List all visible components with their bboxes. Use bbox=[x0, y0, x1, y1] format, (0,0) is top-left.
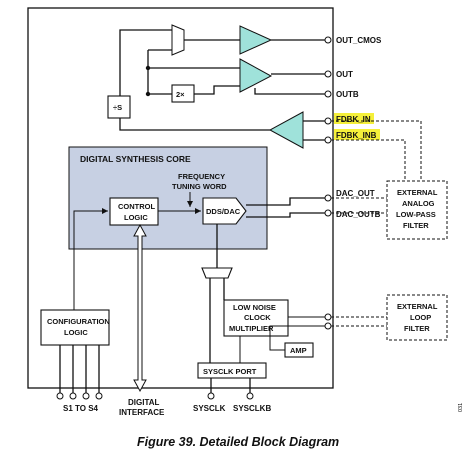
pin-sysclk bbox=[207, 392, 215, 400]
control-label-2: LOGIC bbox=[124, 213, 148, 222]
core-title: DIGITAL SYNTHESIS CORE bbox=[80, 154, 191, 164]
pin-out bbox=[324, 70, 332, 78]
configuration-logic-block bbox=[40, 309, 110, 346]
ext-filter-label-4: FILTER bbox=[403, 221, 429, 230]
control-logic-block bbox=[109, 197, 159, 226]
pin-dac-outb bbox=[324, 209, 332, 217]
loop-filter-links bbox=[331, 316, 387, 327]
pin-s4 bbox=[95, 392, 103, 400]
sysclk-port-block bbox=[197, 362, 267, 379]
pin-s3 bbox=[82, 392, 90, 400]
label-dac-out: DAC_OUT bbox=[336, 189, 375, 198]
ext-filter-label-2: ANALOG bbox=[402, 199, 435, 208]
doubler-label: 2× bbox=[176, 90, 185, 99]
wire-amp bbox=[269, 336, 285, 351]
divider-block bbox=[107, 95, 131, 119]
ext-loop-label-3: FILTER bbox=[404, 324, 430, 333]
label-sysclkb: SYSCLKB bbox=[233, 404, 271, 413]
label-out-cmos: OUT_CMOS bbox=[336, 36, 382, 45]
label-out: OUT bbox=[336, 70, 353, 79]
pin-fdbk-in bbox=[324, 117, 332, 125]
config-to-control-arrow bbox=[73, 208, 108, 310]
pin-loop-b bbox=[324, 322, 332, 330]
pin-outb bbox=[324, 90, 332, 98]
pin-loop-a bbox=[324, 313, 332, 321]
pin-s1 bbox=[56, 392, 64, 400]
divider-label: ÷S bbox=[113, 103, 122, 112]
fdbk-inb-highlight bbox=[334, 129, 380, 140]
label-fdbk-in: FDBK_IN bbox=[336, 115, 371, 124]
wire-dac-out bbox=[246, 197, 326, 206]
config-label-1: CONFIGURATION bbox=[47, 317, 110, 326]
out-buffer bbox=[239, 58, 273, 93]
label-digital: DIGITAL bbox=[128, 398, 160, 407]
dds-label: DDS/DAC bbox=[206, 207, 241, 216]
config-label-2: LOGIC bbox=[64, 328, 88, 337]
pin-s2 bbox=[69, 392, 77, 400]
ext-loop-label-2: LOOP bbox=[410, 313, 431, 322]
clock-mux bbox=[201, 267, 233, 279]
config-pin-wires bbox=[59, 345, 100, 394]
pin-dac-out bbox=[324, 194, 332, 202]
wire-fdbk-to-divider bbox=[119, 118, 270, 131]
figure-side-code: 031 bbox=[458, 403, 464, 412]
fdbk-in-highlight bbox=[334, 113, 374, 124]
amp-label: AMP bbox=[290, 346, 307, 355]
ext-filter-label-1: EXTERNAL bbox=[397, 188, 438, 197]
label-fdbk-inb: FDBK_INB bbox=[336, 131, 377, 140]
wire-dac-outb bbox=[246, 212, 326, 218]
clkmult-label-3: MULTIPLIER bbox=[229, 324, 274, 333]
dds-dac-block bbox=[202, 197, 247, 225]
pin-fdbk-inb bbox=[324, 136, 332, 144]
ftw-label-2: TUNING WORD bbox=[172, 182, 227, 191]
junction-dot bbox=[145, 91, 151, 97]
pin-sysclkb bbox=[246, 392, 254, 400]
sysclk-port-label: SYSCLK PORT bbox=[203, 367, 257, 376]
fdbk-comparator bbox=[268, 111, 304, 149]
figure-caption: Figure 39. Detailed Block Diagram bbox=[137, 435, 339, 449]
digital-interface-bus bbox=[133, 223, 147, 393]
output-mux bbox=[171, 24, 185, 56]
label-interface: INTERFACE bbox=[119, 408, 165, 417]
dac-to-filter-links bbox=[331, 197, 387, 214]
filter-to-fdbk-in-link bbox=[331, 120, 422, 181]
ext-filter-label-3: LOW-PASS bbox=[396, 210, 436, 219]
wire-amp-to-loop bbox=[269, 325, 326, 350]
junction-dot bbox=[145, 65, 151, 71]
label-outb: OUTB bbox=[336, 90, 359, 99]
label-s1-s4: S1 TO S4 bbox=[63, 404, 99, 413]
label-sysclk: SYSCLK bbox=[193, 404, 226, 413]
label-dac-outb: DAC_OUTB bbox=[336, 210, 381, 219]
out-cmos-buffer bbox=[239, 25, 273, 55]
filter-to-fdbk-inb-link bbox=[331, 139, 406, 181]
ext-loop-label-1: EXTERNAL bbox=[397, 302, 438, 311]
pin-out-cmos bbox=[324, 36, 332, 44]
ftw-label-1: FREQUENCY bbox=[178, 172, 225, 181]
wire-outb bbox=[254, 88, 326, 95]
external-lowpass-filter bbox=[386, 180, 448, 240]
wire-divider-mux-top bbox=[119, 29, 172, 96]
clock-multiplier-block bbox=[223, 299, 289, 337]
clkmult-label-2: CLOCK bbox=[244, 313, 271, 322]
control-label-1: CONTROL bbox=[118, 202, 155, 211]
wire-doubler-out bbox=[194, 85, 240, 95]
clkmult-label-1: LOW NOISE bbox=[233, 303, 276, 312]
